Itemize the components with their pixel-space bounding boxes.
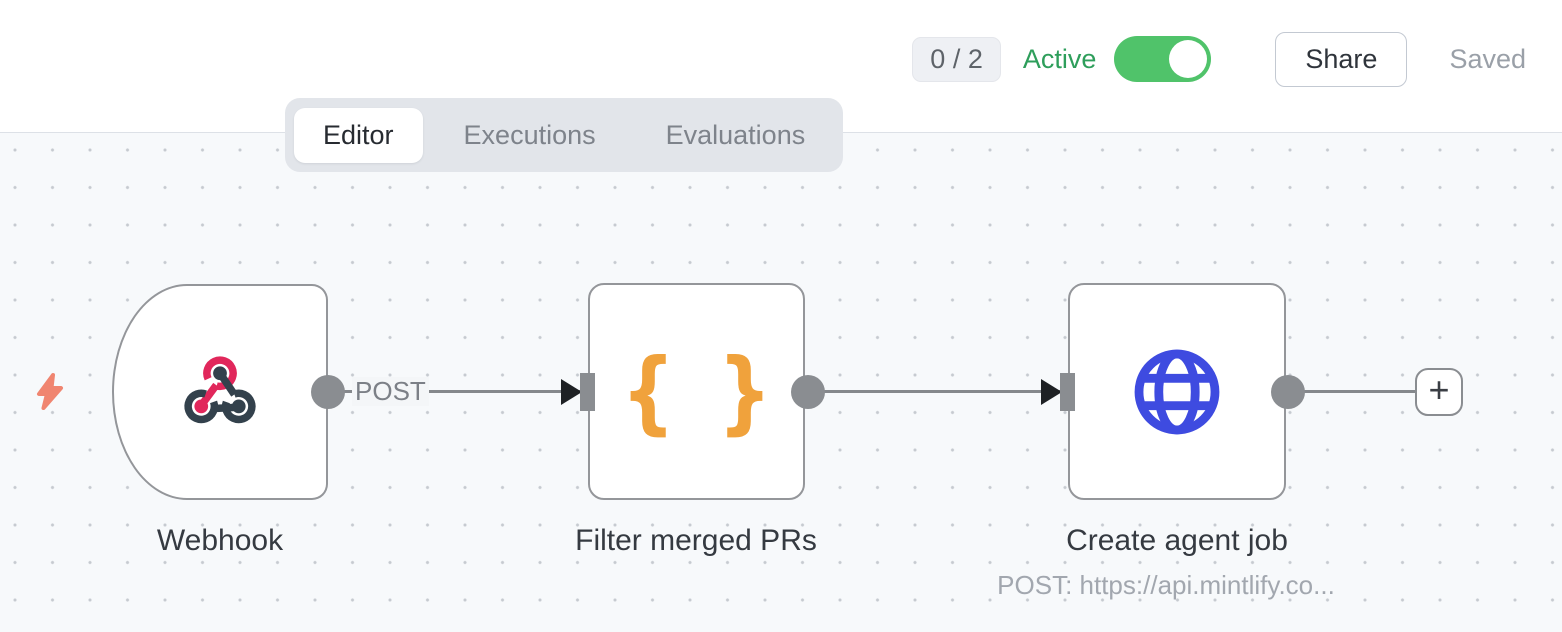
connection-create-add — [1304, 390, 1416, 393]
tab-executions[interactable]: Executions — [463, 119, 596, 150]
node-filter-merged-prs[interactable]: { } — [588, 283, 805, 500]
filter-input-arrow-icon — [561, 379, 582, 405]
execution-count-badge: 0 / 2 — [912, 36, 1001, 82]
view-tabs: Editor Executions Evaluations — [285, 98, 844, 172]
webhook-output-label: POST — [352, 377, 429, 406]
plus-icon: + — [1428, 369, 1450, 410]
filter-input-port[interactable] — [580, 373, 595, 411]
share-button[interactable]: Share — [1275, 31, 1408, 87]
create-input-port[interactable] — [1060, 373, 1075, 411]
active-toggle[interactable] — [1114, 36, 1212, 82]
node-create-agent-job[interactable] — [1068, 283, 1286, 500]
workflow-canvas[interactable]: { } POST + Webhook Filter merged PRs Cre… — [0, 133, 1562, 632]
webhook-output-port[interactable] — [311, 375, 345, 409]
active-label: Active — [1022, 43, 1097, 74]
create-output-port[interactable] — [1271, 375, 1305, 409]
trigger-bolt-icon — [37, 373, 63, 410]
node-sublabel-create: POST: https://api.mintlify.co... — [997, 570, 1335, 600]
code-braces-icon: { } — [621, 338, 780, 444]
connection-webhook-filter — [344, 390, 581, 393]
tab-editor[interactable]: Editor — [294, 107, 423, 163]
add-node-button[interactable]: + — [1415, 368, 1463, 416]
webhook-icon — [184, 356, 256, 424]
node-webhook[interactable] — [112, 284, 328, 500]
create-input-arrow-icon — [1041, 379, 1062, 405]
node-label-create: Create agent job — [1066, 524, 1288, 557]
node-label-webhook: Webhook — [156, 524, 284, 557]
toggle-knob — [1169, 40, 1208, 78]
saved-status: Saved — [1449, 43, 1526, 74]
connection-filter-create — [824, 390, 1061, 393]
filter-output-port[interactable] — [791, 375, 825, 409]
globe-icon — [1134, 349, 1220, 434]
tab-evaluations[interactable]: Evaluations — [665, 119, 806, 150]
node-label-filter: Filter merged PRs — [575, 524, 817, 557]
